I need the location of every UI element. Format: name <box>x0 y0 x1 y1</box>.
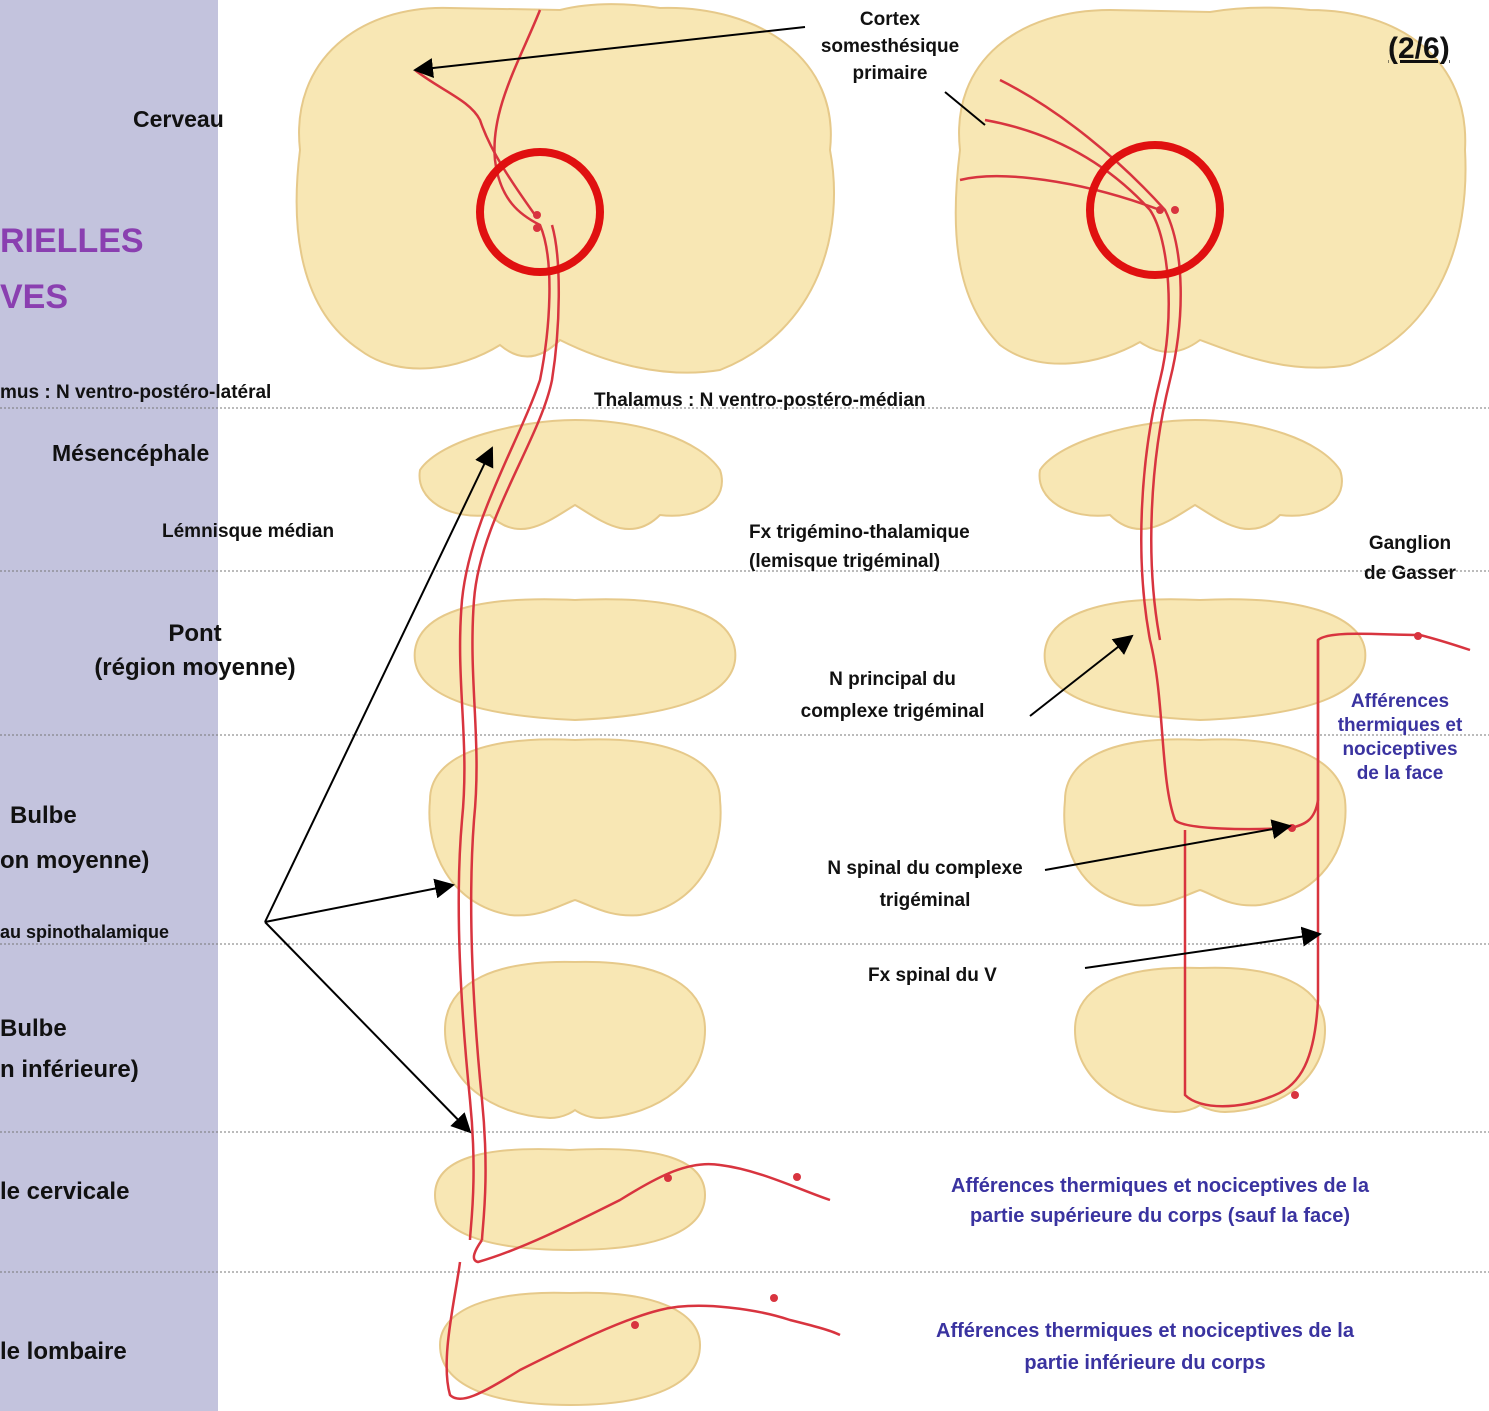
afferences-sup-line-1: Afférences thermiques et nociceptives de… <box>860 1171 1460 1201</box>
afferences-face-line-3: nociceptives <box>1310 738 1489 762</box>
fx-spinal-v-label: Fx spinal du V <box>868 965 997 987</box>
n-principal-line-2: complexe trigéminal <box>760 696 1025 728</box>
ganglion-line-2: de Gasser <box>1340 559 1480 589</box>
brain-section-left <box>297 4 834 373</box>
cortex-line-2: somesthésique <box>780 33 1000 60</box>
n-principal-line-1: N principal du <box>760 664 1025 696</box>
title-fragment-2: VES <box>0 278 68 317</box>
afferences-inf-label: Afférences thermiques et nociceptives de… <box>845 1315 1445 1379</box>
fx-trigemino-label: Fx trigémino-thalamique (lemisque trigém… <box>749 518 970 576</box>
level-bulbe-moyen-2: on moyenne) <box>0 847 149 875</box>
ganglion-label: Ganglion de Gasser <box>1340 529 1480 589</box>
n-spinal-label: N spinal du complexe trigéminal <box>780 853 1070 917</box>
cervical-left <box>435 1149 705 1250</box>
afferences-sup-label: Afférences thermiques et nociceptives de… <box>860 1171 1460 1231</box>
level-pont: Pont (région moyenne) <box>60 617 330 685</box>
afferences-inf-line-2: partie inférieure du corps <box>845 1347 1445 1379</box>
level-cervicale: le cervicale <box>0 1178 129 1206</box>
afferences-inf-line-1: Afférences thermiques et nociceptives de… <box>845 1315 1445 1347</box>
ganglion-line-1: Ganglion <box>1340 529 1480 559</box>
thalamus-vpl-label: mus : N ventro-postéro-latéral <box>0 382 271 404</box>
level-mesencephale: Mésencéphale <box>52 440 209 467</box>
n-spinal-line-1: N spinal du complexe <box>780 853 1070 885</box>
afferences-face-line-2: thermiques et <box>1310 714 1489 738</box>
bulbe-inf-left <box>445 962 705 1118</box>
left-sections <box>297 4 834 1405</box>
bulbe-inf-right <box>1075 968 1325 1112</box>
fx-trigemino-line-2: (lemisque trigéminal) <box>749 547 970 576</box>
level-bulbe-inf-2: n inférieure) <box>0 1056 139 1084</box>
cortex-line-1: Cortex <box>780 6 1000 33</box>
cortex-line-3: primaire <box>780 60 1000 87</box>
afferences-face-line-4: de la face <box>1310 762 1489 786</box>
lemnisque-label: Lémnisque médian <box>162 521 334 543</box>
mesencephale-left <box>420 420 722 529</box>
level-bulbe-moyen-1: Bulbe <box>10 802 77 830</box>
cortex-label: Cortex somesthésique primaire <box>780 6 1000 87</box>
level-pont-line-1: Pont <box>60 617 330 651</box>
thalamus-vpm-label: Thalamus : N ventro-postéro-médian <box>594 390 926 412</box>
level-cerveau: Cerveau <box>133 106 224 133</box>
mesencephale-right <box>1040 420 1342 529</box>
level-pont-line-2: (région moyenne) <box>60 651 330 685</box>
faisceau-spino-label: au spinothalamique <box>0 922 169 943</box>
fx-trigemino-line-1: Fx trigémino-thalamique <box>749 518 970 547</box>
title-fragment-1: RIELLES <box>0 222 144 261</box>
level-bulbe-inf-1: Bulbe <box>0 1015 67 1043</box>
afferences-sup-line-2: partie supérieure du corps (sauf la face… <box>860 1201 1460 1231</box>
afferences-face-line-1: Afférences <box>1310 690 1489 714</box>
level-lombaire: le lombaire <box>0 1338 127 1366</box>
n-spinal-line-2: trigéminal <box>780 885 1070 917</box>
page-number: (2/6) <box>1388 32 1450 66</box>
afferences-face-label: Afférences thermiques et nociceptives de… <box>1310 690 1489 786</box>
n-principal-label: N principal du complexe trigéminal <box>760 664 1025 728</box>
